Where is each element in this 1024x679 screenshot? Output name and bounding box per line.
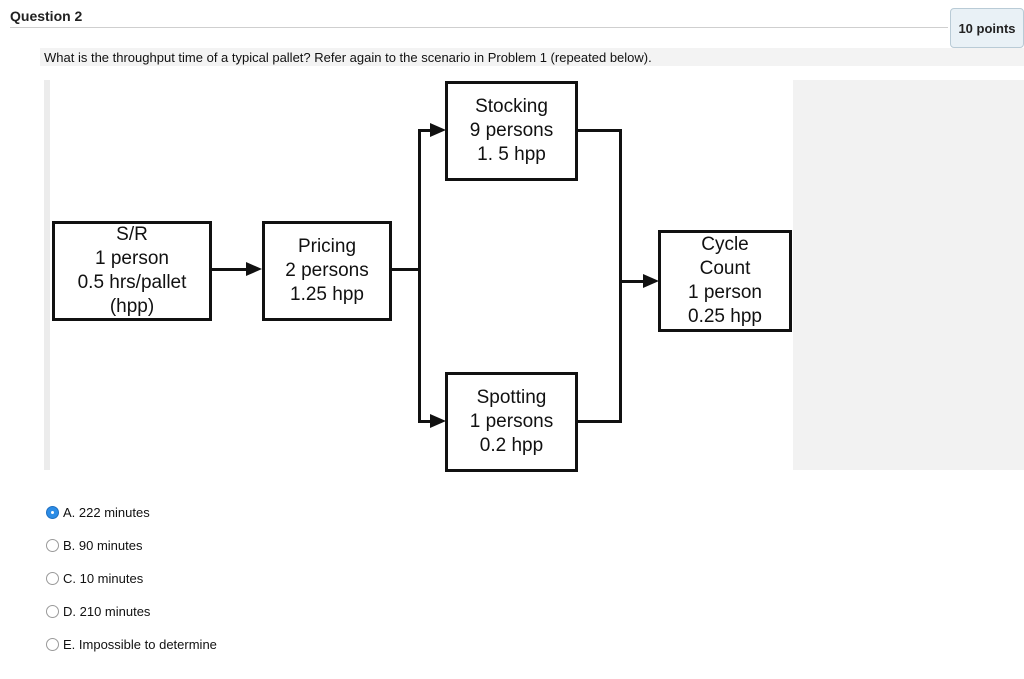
cycle-name-1: Cycle xyxy=(701,234,749,255)
connector-split-vertical xyxy=(418,129,421,422)
pricing-name: Pricing xyxy=(297,236,357,257)
stocking-box: Stocking 9 persons 1. 5 hpp xyxy=(445,81,578,181)
answer-option[interactable]: A. 222 minutes xyxy=(46,503,150,521)
points-badge: 10 points xyxy=(950,8,1024,48)
arrow-to-stocking-head xyxy=(430,123,446,137)
arrow-to-spotting-head xyxy=(430,414,446,428)
arrow-to-stocking-shaft xyxy=(418,129,432,132)
radio-button[interactable] xyxy=(46,637,59,651)
cycle-rate: 0.25 hpp xyxy=(688,306,762,327)
sr-unit: (hpp) xyxy=(109,296,155,317)
answer-option[interactable]: E. Impossible to determine xyxy=(46,635,217,653)
arrow-to-cycle-shaft xyxy=(619,280,645,283)
spotting-box: Spotting 1 persons 0.2 hpp xyxy=(445,372,578,472)
answer-option[interactable]: D. 210 minutes xyxy=(46,602,150,620)
cycle-count-box: Cycle Count 1 person 0.25 hpp xyxy=(658,230,792,332)
answer-option[interactable]: B. 90 minutes xyxy=(46,536,143,554)
figure-right-panel xyxy=(793,80,1024,470)
spotting-staff: 1 persons xyxy=(469,411,554,432)
radio-button[interactable] xyxy=(46,571,59,585)
cycle-staff: 1 person xyxy=(688,282,762,303)
answer-option-label: E. Impossible to determine xyxy=(63,636,217,652)
answer-option-label: C. 10 minutes xyxy=(63,570,144,586)
sr-staff: 1 person xyxy=(95,248,169,269)
answer-option-label: D. 210 minutes xyxy=(63,603,151,619)
arrow-to-spotting-shaft xyxy=(418,420,432,423)
arrow-sr-pricing-head xyxy=(246,262,262,276)
question-title: Question 2 xyxy=(10,8,83,24)
radio-button[interactable] xyxy=(46,538,59,552)
spotting-name: Spotting xyxy=(476,387,547,408)
answer-option-label: B. 90 minutes xyxy=(63,537,143,553)
arrow-to-cycle-head xyxy=(643,274,659,288)
sr-name: S/R xyxy=(116,224,148,245)
pricing-box: Pricing 2 persons 1.25 hpp xyxy=(262,221,392,321)
connector-merge-vertical xyxy=(619,129,622,423)
answer-option-label: A. 222 minutes xyxy=(63,504,150,520)
spotting-rate: 0.2 hpp xyxy=(479,435,544,456)
cycle-name-2: Count xyxy=(699,258,751,279)
prompt-background xyxy=(40,48,1024,66)
pricing-staff: 2 persons xyxy=(285,260,369,281)
sr-rate: 0.5 hrs/pallet xyxy=(77,272,187,293)
radio-button[interactable] xyxy=(46,505,59,519)
answer-option[interactable]: C. 10 minutes xyxy=(46,569,143,587)
stocking-staff: 9 persons xyxy=(469,120,554,141)
pricing-rate: 1.25 hpp xyxy=(290,284,364,305)
connector-stocking-out xyxy=(578,129,622,132)
figure-left-margin xyxy=(44,80,50,470)
sr-box: S/R 1 person 0.5 hrs/pallet (hpp) xyxy=(52,221,212,321)
arrow-sr-pricing-shaft xyxy=(212,268,248,271)
connector-spotting-out xyxy=(578,420,622,423)
title-divider xyxy=(10,27,948,28)
connector-pricing-split xyxy=(392,268,420,271)
stocking-rate: 1. 5 hpp xyxy=(477,144,546,165)
question-prompt: What is the throughput time of a typical… xyxy=(44,50,652,65)
stocking-name: Stocking xyxy=(475,96,548,117)
radio-button[interactable] xyxy=(46,604,59,618)
